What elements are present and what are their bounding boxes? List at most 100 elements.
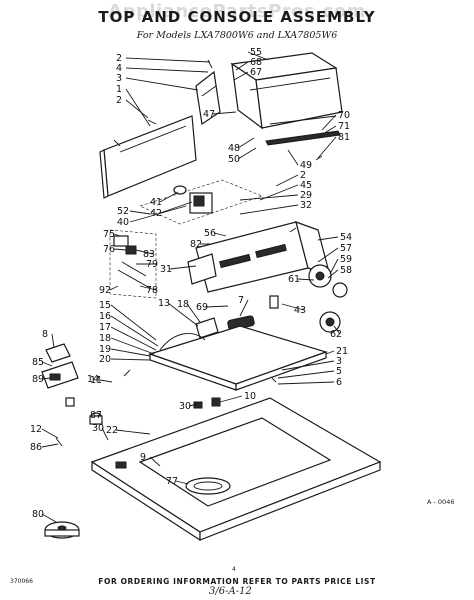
callout-number: 48	[228, 143, 240, 154]
callout-number: 69	[196, 302, 208, 313]
leader-line	[277, 370, 335, 379]
callout-number: 43	[294, 305, 306, 316]
leader-line	[41, 361, 53, 367]
hinge-parts	[193, 397, 221, 409]
leader-line	[110, 304, 157, 341]
callout-number: 70	[338, 110, 350, 121]
leader-line	[167, 302, 199, 327]
timer-assembly	[173, 185, 213, 214]
leader-line	[113, 233, 121, 237]
callout-number: 10	[244, 391, 256, 402]
leader-line	[139, 285, 157, 291]
leader-line	[51, 333, 55, 349]
washer-top-cabinet	[90, 397, 382, 542]
selector-switch-parts	[109, 229, 157, 299]
leader-line	[327, 269, 339, 279]
leader-line	[41, 377, 51, 380]
callout-number: 56	[204, 228, 216, 239]
leader-line	[110, 315, 159, 347]
diagram-title: TOP AND CONSOLE ASSEMBLY	[98, 8, 376, 26]
callout-number: 3	[336, 356, 342, 367]
leader-line	[287, 149, 299, 166]
callout-number: 61	[288, 274, 300, 285]
callout-number: 15	[99, 300, 111, 311]
callout-number: 3	[116, 73, 122, 84]
leader-line	[235, 61, 249, 71]
handwritten-note: 3/6-A-12	[209, 586, 252, 597]
callout-number: 30	[179, 401, 191, 412]
callout-number: 81	[338, 132, 350, 143]
callout-number: 41	[150, 197, 162, 208]
callout-number: 14	[87, 374, 99, 385]
callout-number: 16	[99, 311, 111, 322]
leader-line	[186, 303, 201, 323]
ordering-footer: FOR ORDERING INFORMATION REFER TO PARTS …	[98, 577, 376, 586]
callout-number: 47	[203, 109, 215, 120]
leader-line	[175, 480, 189, 485]
leader-line	[115, 429, 151, 435]
document-number: 370066	[10, 578, 33, 585]
leader-line	[41, 513, 57, 523]
callout-number: 77	[166, 476, 178, 487]
leader-line	[281, 360, 335, 371]
callout-number: 17	[99, 322, 111, 333]
callout-number: 2	[116, 53, 122, 64]
leader-line	[213, 232, 227, 237]
callout-number: 31	[160, 264, 172, 275]
callout-number: 19	[99, 344, 111, 355]
leader-line	[41, 443, 59, 448]
leveling-foot	[44, 521, 80, 539]
leader-line	[129, 205, 187, 223]
leader-line	[99, 379, 113, 383]
callout-number: 62	[330, 329, 342, 340]
leader-line	[113, 248, 127, 251]
callout-number: 80	[32, 509, 44, 520]
leader-line	[169, 265, 197, 270]
callout-number: 52	[117, 206, 129, 217]
leader-line	[325, 350, 335, 355]
leader-line	[101, 427, 109, 441]
leader-line	[237, 137, 255, 149]
leader-line	[110, 326, 157, 351]
callout-number: 45	[300, 180, 312, 191]
leader-line	[237, 147, 257, 160]
callout-number: 30	[92, 423, 104, 434]
callout-number: 55	[250, 47, 262, 58]
dashed-mounting-area	[139, 179, 263, 225]
callout-number: 8	[42, 329, 48, 340]
leader-lines	[41, 51, 341, 523]
callout-number: 29	[300, 190, 312, 201]
callout-number: 78	[146, 285, 158, 296]
page-marker: 4	[232, 566, 236, 573]
callout-number: 18	[177, 299, 189, 310]
callout-number: 2	[116, 95, 122, 106]
leader-line	[135, 249, 154, 255]
callout-number: 83	[143, 249, 155, 260]
callout-number: 57	[340, 243, 352, 254]
callout-number: 76	[103, 244, 115, 255]
callout-number: 58	[340, 265, 352, 276]
leader-line	[321, 114, 337, 131]
leader-line	[297, 278, 315, 281]
lid-switch-bracket	[41, 343, 79, 407]
leader-line	[317, 136, 337, 159]
hinge-bracket	[195, 70, 221, 126]
callout-number: 67	[250, 67, 262, 78]
diagram-subtitle: For Models LXA7800W6 and LXA7805W6	[136, 30, 338, 41]
callout-number: 86	[30, 442, 42, 453]
screws	[113, 59, 323, 383]
callout-number: 85	[32, 357, 44, 368]
leader-line	[41, 428, 59, 439]
callout-number: 7	[238, 295, 244, 306]
leader-line	[239, 194, 299, 201]
leader-line	[159, 201, 193, 214]
leader-line	[239, 299, 249, 317]
console-control-panel	[187, 221, 331, 293]
leader-line	[275, 174, 299, 187]
leader-line	[109, 285, 119, 291]
callout-number: 5	[336, 366, 342, 377]
leader-line	[277, 381, 335, 385]
callout-number: 71	[338, 121, 350, 132]
